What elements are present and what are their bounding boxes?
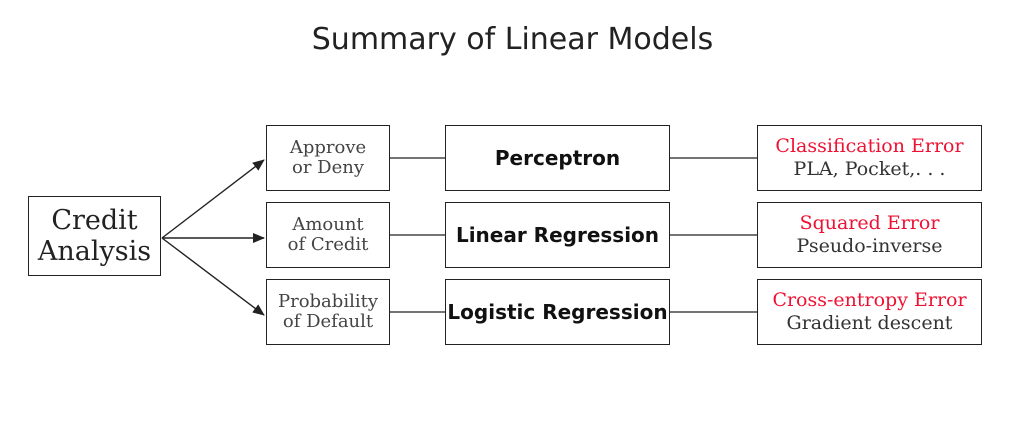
algorithm-label: PLA, Pocket,. . . xyxy=(793,158,946,180)
output-line1: Probability xyxy=(277,291,378,312)
output-box-probability: Probability of Default xyxy=(266,279,390,345)
output-line2: or Deny xyxy=(291,157,364,178)
algorithm-label: Gradient descent xyxy=(786,312,953,334)
output-line2: of Default xyxy=(282,311,374,332)
diagram-title: Summary of Linear Models xyxy=(311,22,714,57)
model-box-linear-regression: Linear Regression xyxy=(445,202,670,268)
output-line2: of Credit xyxy=(287,234,369,255)
arrow-to-approve xyxy=(161,159,265,239)
algo-box-linear-regression: Squared Error Pseudo-inverse xyxy=(757,202,982,268)
model-box-logistic-regression: Logistic Regression xyxy=(445,279,670,345)
error-label: Cross-entropy Error xyxy=(772,289,967,311)
error-label: Classification Error xyxy=(775,135,964,157)
model-box-perceptron: Perceptron xyxy=(445,125,670,191)
root-line1: Credit xyxy=(51,205,138,236)
model-label: Perceptron xyxy=(494,146,621,170)
model-label: Logistic Regression xyxy=(447,300,668,324)
algo-box-logistic-regression: Cross-entropy Error Gradient descent xyxy=(757,279,982,345)
algorithm-label: Pseudo-inverse xyxy=(796,235,943,257)
arrow-to-probability xyxy=(161,237,265,316)
root-line2: Analysis xyxy=(37,236,152,267)
model-label: Linear Regression xyxy=(455,223,660,247)
output-box-amount: Amount of Credit xyxy=(266,202,390,268)
credit-analysis-box: Credit Analysis xyxy=(28,196,161,276)
error-label: Squared Error xyxy=(799,212,940,234)
output-box-approve: Approve or Deny xyxy=(266,125,390,191)
output-line1: Approve xyxy=(289,137,367,158)
algo-box-perceptron: Classification Error PLA, Pocket,. . . xyxy=(757,125,982,191)
output-line1: Amount xyxy=(292,214,364,235)
